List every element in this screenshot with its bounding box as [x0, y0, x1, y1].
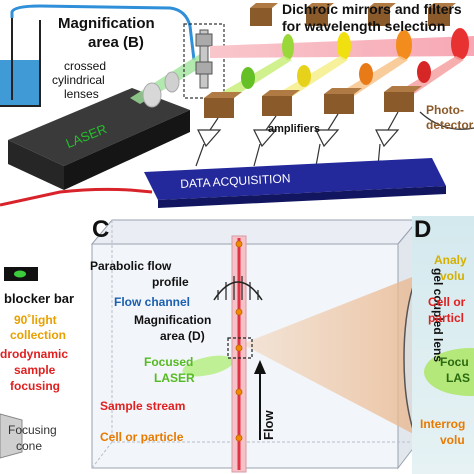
magnification-area-d-label-2: area (D)	[160, 329, 205, 343]
focused-laser-label-2: LASER	[154, 371, 195, 385]
sample-stream-label: Sample stream	[100, 399, 186, 413]
red-signal-cable	[0, 187, 153, 207]
dichroic-title-line1: Dichroic mirrors and filters	[282, 1, 462, 17]
laser-box	[8, 88, 190, 190]
focused-laser-label-1: Focused	[144, 355, 194, 369]
dichroic-mirrors	[282, 28, 469, 60]
focused-laser-d-label-2: LAS	[446, 371, 470, 385]
cylindrical-lens-1	[142, 82, 162, 108]
cell-particle-d-label-2: particl	[428, 311, 465, 325]
reflected-beams	[222, 56, 464, 98]
parabolic-flow-label-1: Parabolic flow	[90, 259, 172, 273]
photodetector-blocks	[204, 86, 422, 118]
magnification-area-b-label: Magnification	[58, 15, 155, 32]
hydro-focusing-label-1: hydrodynamic	[0, 347, 69, 361]
panel-c-letter: C	[92, 216, 110, 243]
focused-laser-d-label-1: Focu	[440, 355, 469, 369]
magnification-area-box	[183, 23, 225, 99]
focused-laser-beam	[182, 355, 234, 377]
parabolic-flow-profile	[213, 276, 263, 301]
flow-arrow	[254, 360, 266, 440]
flow-label: Flow	[261, 410, 276, 440]
crossed-lenses-label-3: lenses	[64, 87, 99, 101]
parabolic-flow-label-2: profile	[152, 275, 189, 289]
panel-d-focused-laser	[424, 348, 474, 396]
particles	[235, 240, 243, 442]
interrogation-volume-label-2: volu	[440, 433, 465, 447]
cell-or-particle-label: Cell or particle	[100, 430, 184, 444]
amplifier-triangles	[197, 129, 400, 148]
magnification-area-d-label-1: Magnification	[134, 313, 212, 327]
magnification-area-b-label-line2: area (B)	[88, 34, 144, 51]
cylindrical-lens-2	[164, 71, 180, 93]
focusing-cone-label-2: cone	[16, 439, 43, 453]
amplifiers-label: amplifiers	[268, 123, 320, 135]
dichroic-title-line2: for wavelength selection	[282, 18, 446, 34]
panel-d-background	[412, 216, 474, 474]
crossed-lenses-label-1: crossed	[64, 59, 107, 73]
photodetectors-label-2: detectors	[426, 118, 474, 132]
flow-channel-label: Flow channel	[114, 295, 191, 309]
filters	[241, 61, 431, 89]
photodetectors-label-1: Photo-	[426, 103, 464, 117]
light-collection-label-1: 90˚light	[14, 313, 57, 327]
panel-d-letter: D	[414, 216, 432, 243]
analysis-volume-label-2: volu	[440, 269, 465, 283]
hydro-focusing-label-2: sample	[14, 363, 56, 377]
upper-detector-blocks	[250, 3, 456, 26]
magnification-area-d-box	[227, 337, 253, 359]
sample-beaker	[0, 18, 41, 107]
amplifier-wires	[195, 111, 474, 167]
cell-particle-d-label-1: Cell or	[428, 295, 466, 309]
light-collection-cone	[242, 270, 440, 448]
data-acquisition-box	[144, 158, 446, 208]
crossed-lenses-label-2: cylindrical	[52, 73, 105, 87]
blocker-bar-label: blocker bar	[4, 291, 75, 306]
blocker-bar	[4, 267, 38, 281]
interrogation-volume-label-1: Interrog	[420, 417, 466, 431]
analysis-volume-label-1: Analy	[434, 253, 467, 267]
light-collection-label-2: collection	[10, 328, 67, 342]
focusing-cone	[0, 413, 23, 459]
hydro-focusing-label-3: focusing	[10, 379, 60, 393]
focusing-cone-label-1: Focusing	[8, 423, 57, 437]
sample-tubing	[10, 4, 196, 61]
